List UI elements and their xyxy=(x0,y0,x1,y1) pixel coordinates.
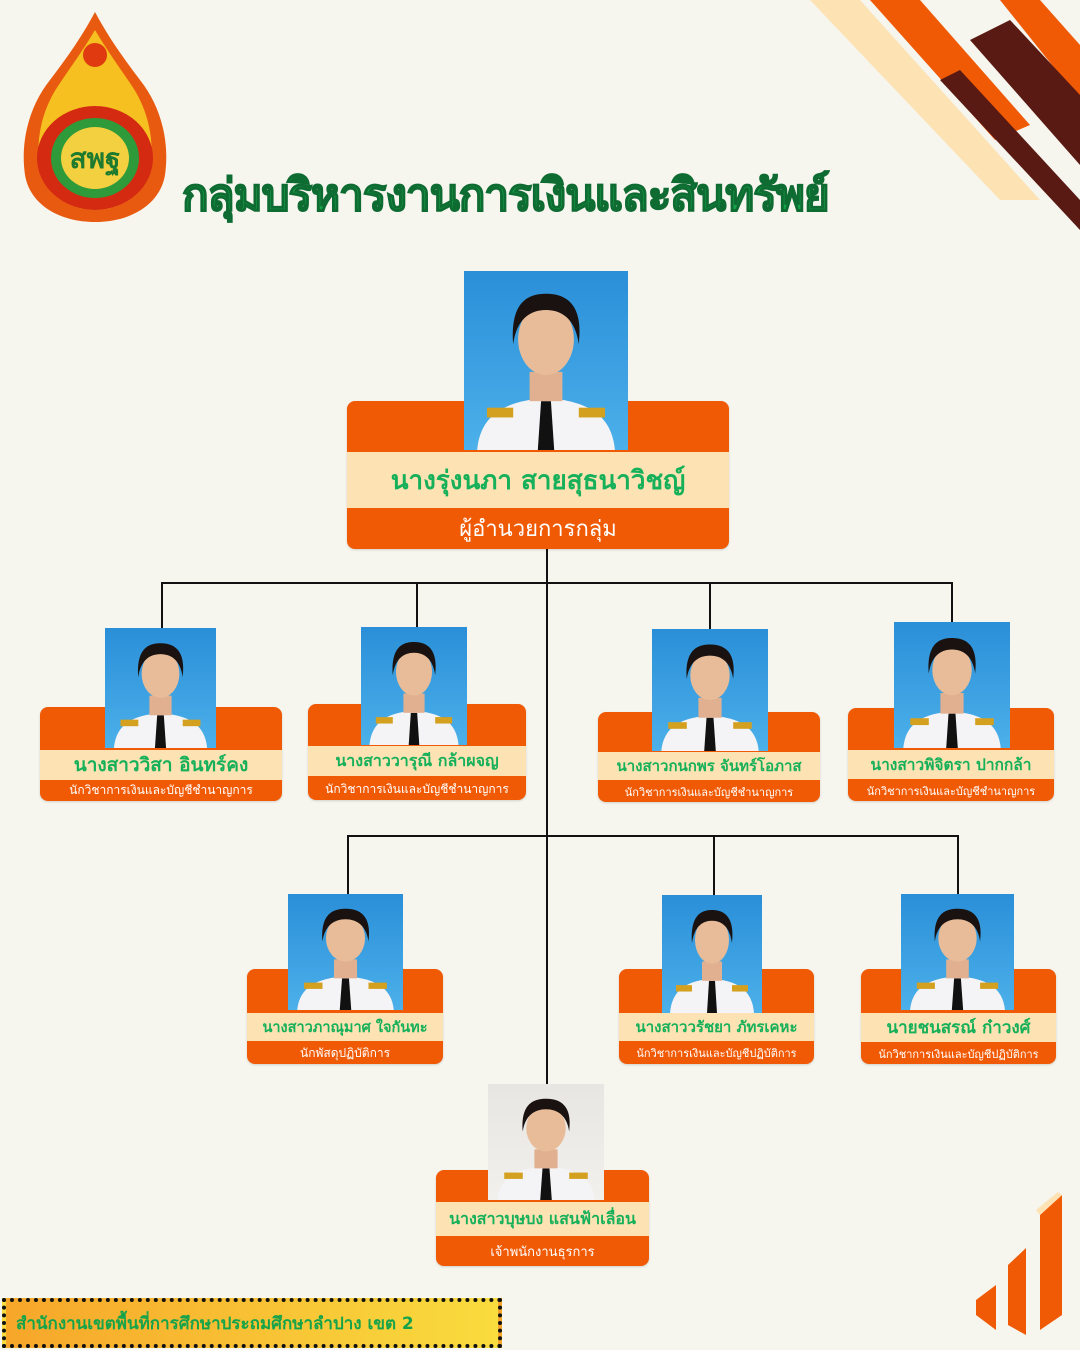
svg-text:สพฐ: สพฐ xyxy=(70,142,121,177)
staff-card: นางสาววิสา อินทร์คงนักวิชาการเงินและบัญช… xyxy=(40,707,282,801)
director-card: นางรุ่งนภา สายสุธนาวิชญ์ผู้อำนวยการกลุ่ม xyxy=(347,401,729,549)
member-name: นายชนสรณ์ ก๋าวงศ์ xyxy=(861,1013,1056,1042)
member-name: นางสาววิสา อินทร์คง xyxy=(40,750,282,780)
staff-card: นางสาวกนกพร จันทร์โอภาสนักวิชาการเงินและ… xyxy=(598,712,820,802)
page-title: กลุ่มบริหารงานการเงินและสินทรัพย์ xyxy=(181,169,830,222)
connector-line xyxy=(546,549,548,1084)
member-role: นักพัสดุปฏิบัติการ xyxy=(299,1045,391,1060)
member-photo xyxy=(901,894,1014,1010)
staff-card: นายชนสรณ์ ก๋าวงศ์นักวิชาการเงินและบัญชีป… xyxy=(861,969,1056,1064)
member-role: นักวิชาการเงินและบัญชีชำนาญการ xyxy=(69,783,253,797)
connector-line xyxy=(347,835,959,837)
member-photo xyxy=(361,627,467,745)
member-photo xyxy=(288,894,403,1010)
member-role: ผู้อำนวยการกลุ่ม xyxy=(459,517,617,542)
member-photo xyxy=(662,895,762,1013)
member-name: นางสาวบุษบง แสนฟ้าเลื่อน xyxy=(436,1202,649,1236)
member-name: นางสาววรัชยา ภัทรเคหะ xyxy=(619,1013,814,1041)
decorative-stripes xyxy=(810,0,1080,230)
member-name: นางสาวภาณุมาศ ใจกันทะ xyxy=(247,1013,443,1041)
member-role: นักวิชาการเงินและบัญชีชำนาญการ xyxy=(325,781,509,796)
member-name: นางสาวกนกพร จันทร์โอภาส xyxy=(598,752,820,780)
member-role: นักวิชาการเงินและบัญชีชำนาญการ xyxy=(866,784,1036,798)
member-name: นางสาวพิจิตรา ปากกล้า xyxy=(848,750,1054,779)
obec-logo: สพฐ xyxy=(23,12,167,222)
member-photo xyxy=(488,1084,604,1200)
member-role: นักวิชาการเงินและบัญชีชำนาญการ xyxy=(624,785,794,799)
footer-banner: สำนักงานเขตพื้นที่การศึกษาประถมศึกษาลำปา… xyxy=(2,1298,502,1348)
connector-line xyxy=(713,835,715,897)
connector-line xyxy=(709,582,711,632)
member-role: นักวิชาการเงินและบัญชีปฏิบัติการ xyxy=(878,1047,1039,1061)
member-photo xyxy=(652,629,768,751)
connector-line xyxy=(951,582,953,624)
footer-text: สำนักงานเขตพื้นที่การศึกษาประถมศึกษาลำปา… xyxy=(16,1313,414,1334)
member-photo xyxy=(894,622,1010,748)
member-name: นางรุ่งนภา สายสุธนาวิชญ์ xyxy=(347,452,729,508)
member-photo xyxy=(464,271,628,450)
connector-line xyxy=(347,835,349,895)
member-role: นักวิชาการเงินและบัญชีปฏิบัติการ xyxy=(636,1047,797,1060)
member-photo xyxy=(105,628,216,748)
connector-line xyxy=(416,582,418,630)
member-name: นางสาววารุณี กล้าผจญ xyxy=(308,746,526,776)
connector-line xyxy=(161,582,953,584)
decorative-bars xyxy=(976,1192,1062,1335)
connector-line xyxy=(161,582,163,632)
member-role: เจ้าพนักงานธุรการ xyxy=(490,1244,595,1260)
connector-line xyxy=(957,835,959,895)
staff-card: นางสาววรัชยา ภัทรเคหะนักวิชาการเงินและบั… xyxy=(619,969,814,1064)
staff-card: นางสาววารุณี กล้าผจญนักวิชาการเงินและบัญ… xyxy=(308,704,526,800)
